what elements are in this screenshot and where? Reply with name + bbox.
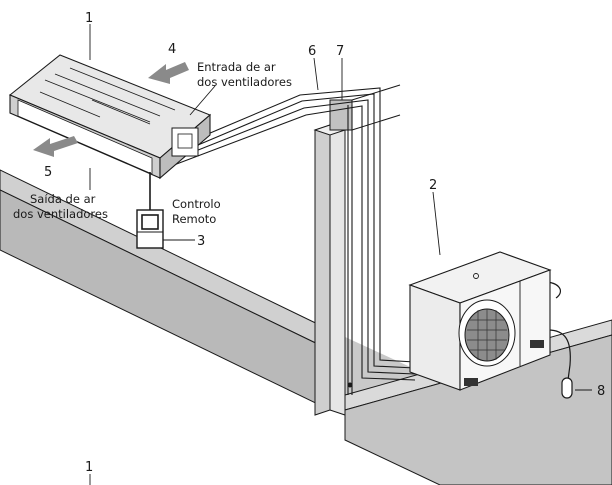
air-inlet-label-line1: Entrada de ar	[197, 60, 276, 74]
remote-label-line2: Remoto	[172, 212, 216, 226]
callout-8: 8	[597, 384, 605, 399]
air-outlet-label-line1: Saída de ar	[30, 192, 96, 206]
callout-6: 6	[308, 44, 316, 59]
air-inlet-label-line2: dos ventiladores	[197, 75, 292, 89]
refrigerant-piping	[165, 87, 416, 395]
callout-7: 7	[336, 44, 344, 59]
leader-lines	[89, 24, 592, 485]
air-inlet-arrow	[148, 62, 189, 84]
remote-label-line1: Controlo	[172, 197, 221, 211]
drain-hose	[543, 281, 573, 399]
callout-3: 3	[197, 234, 205, 249]
air-outlet-arrow	[33, 136, 78, 157]
callout-4: 4	[168, 42, 176, 57]
remote-controller	[136, 209, 164, 249]
wall	[313, 84, 401, 416]
callout-5: 5	[44, 165, 52, 180]
outdoor-unit	[408, 251, 552, 391]
callout-2: 2	[429, 178, 437, 193]
callout-1: 1	[85, 11, 93, 26]
air-outlet-label-line2: dos ventiladores	[13, 207, 108, 221]
indoor-unit	[8, 54, 212, 210]
callout-1-bottom: 1	[85, 460, 93, 475]
